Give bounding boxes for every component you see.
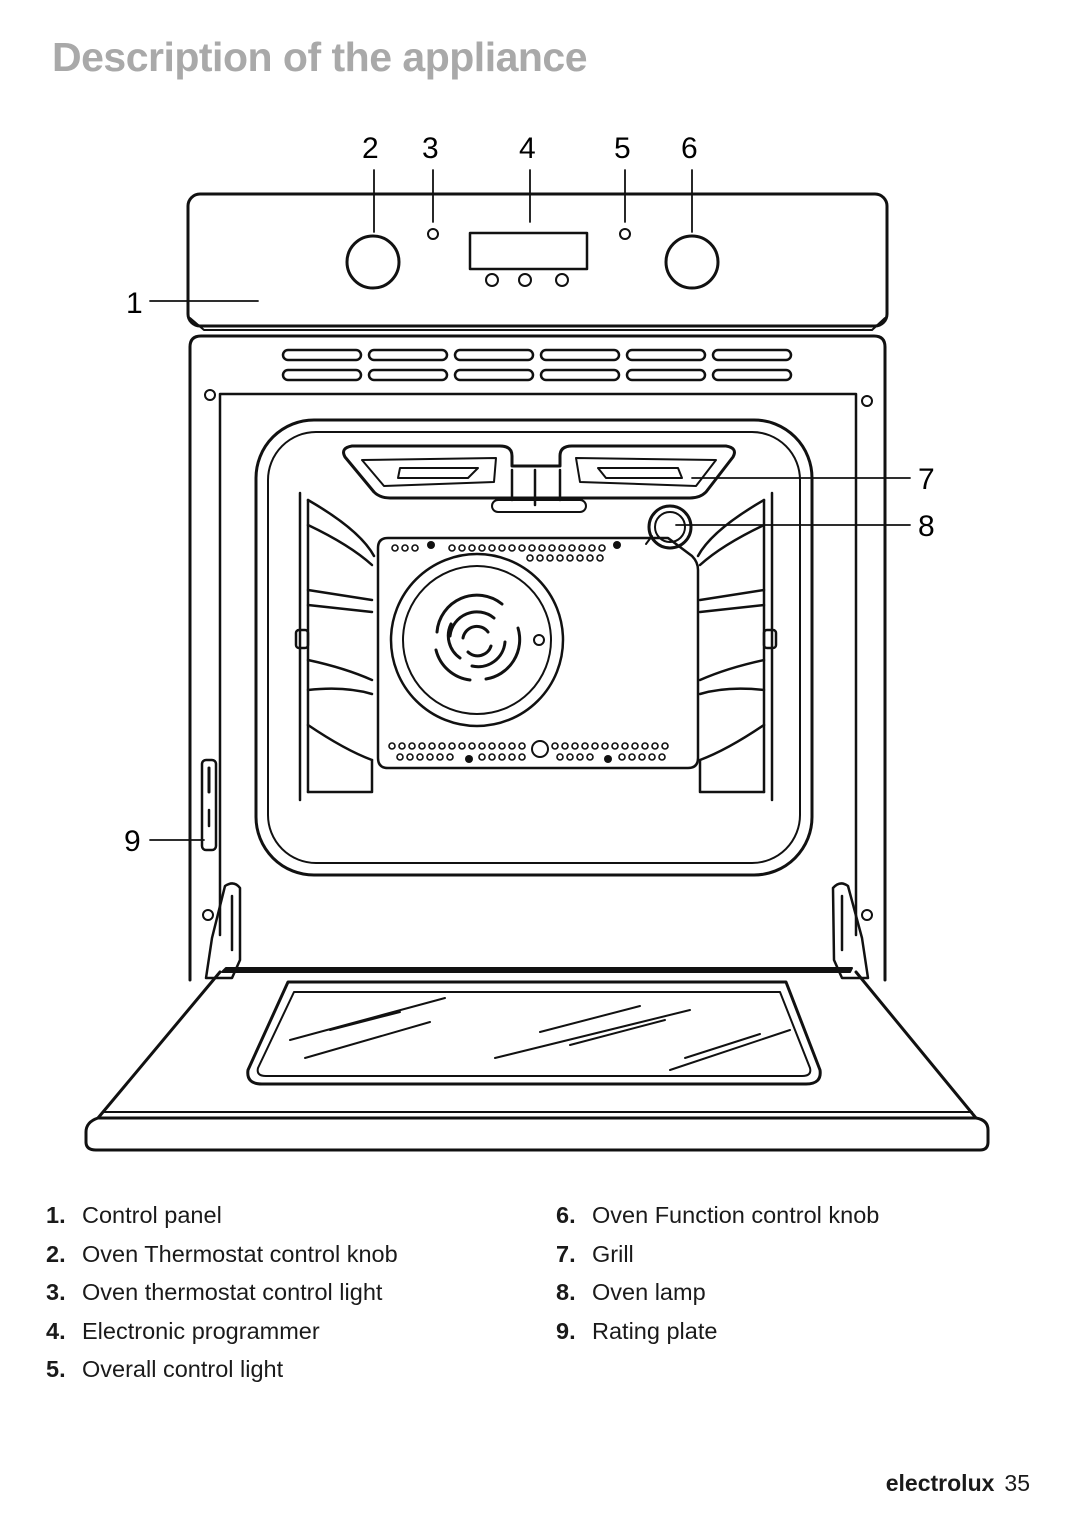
door-hinge-left xyxy=(204,882,242,980)
legend-item: 5. Overall control light xyxy=(46,1350,398,1389)
thermostat-light xyxy=(427,228,439,240)
legend-number: 1. xyxy=(46,1202,66,1228)
callout-lines xyxy=(149,169,911,841)
thermostat-knob xyxy=(345,234,401,290)
page-footer: electrolux 35 xyxy=(886,1470,1030,1497)
legend-item: 9. Rating plate xyxy=(556,1312,879,1351)
shelf-runner-left xyxy=(294,491,376,802)
callout-7: 7 xyxy=(918,463,935,496)
door-glass-reflections xyxy=(289,997,791,1071)
legend-number: 6. xyxy=(556,1202,576,1228)
legend-item: 4. Electronic programmer xyxy=(46,1312,398,1351)
oven-cavity xyxy=(254,418,814,877)
legend-number: 7. xyxy=(556,1240,576,1267)
legend-item: 6. Oven Function control knob xyxy=(556,1196,879,1235)
grill-element xyxy=(342,444,736,513)
legend-number: 4. xyxy=(46,1317,66,1344)
oven-diagram: 1 2 3 4 5 6 7 8 9 xyxy=(84,132,990,1152)
rating-plate xyxy=(200,758,218,852)
oven-body xyxy=(188,334,887,982)
ventilation-slots xyxy=(281,348,793,382)
function-knob xyxy=(664,234,720,290)
oven-lamp xyxy=(645,504,693,550)
brand-name: electrolux xyxy=(885,1470,995,1496)
legend-item: 7. Grill xyxy=(556,1235,879,1274)
legend-label: Grill xyxy=(592,1240,634,1267)
legend-item: 8. Oven lamp xyxy=(556,1273,879,1312)
legend-label: Oven thermostat control light xyxy=(82,1279,383,1305)
legend-label: Overall control light xyxy=(82,1356,284,1382)
callout-2: 2 xyxy=(362,132,379,165)
legend-label: Oven Function control knob xyxy=(592,1202,880,1228)
overall-control-light xyxy=(619,228,631,240)
legend-label: Rating plate xyxy=(592,1317,718,1344)
legend-number: 3. xyxy=(46,1279,66,1305)
callout-9: 9 xyxy=(124,825,141,858)
callout-5: 5 xyxy=(614,132,631,165)
vent-holes xyxy=(388,544,669,761)
shelf-runner-right xyxy=(696,491,778,802)
page-number: 35 xyxy=(1004,1470,1030,1496)
legend-label: Oven lamp xyxy=(592,1279,706,1305)
fan-icon xyxy=(434,593,522,682)
callout-3: 3 xyxy=(422,132,439,165)
legend-number: 2. xyxy=(46,1240,66,1267)
legend-item: 1. Control panel xyxy=(46,1196,398,1235)
electronic-programmer xyxy=(468,231,589,287)
callout-6: 6 xyxy=(681,132,698,165)
back-panel xyxy=(376,536,700,770)
legend-number: 5. xyxy=(46,1356,66,1382)
oven-door xyxy=(84,967,990,1152)
legend-right: 6. Oven Function control knob 7. Grill 8. O… xyxy=(556,1196,879,1350)
callout-numbers: 1 2 3 4 5 6 7 8 9 xyxy=(124,132,935,858)
legend-label: Oven Thermostat control knob xyxy=(82,1240,398,1267)
legend-number: 8. xyxy=(556,1279,576,1305)
page-title: Description of the appliance xyxy=(52,34,588,80)
callout-4: 4 xyxy=(519,132,536,165)
callout-8: 8 xyxy=(918,510,935,543)
legend-item: 2. Oven Thermostat control knob xyxy=(46,1235,398,1274)
legend-label: Control panel xyxy=(82,1202,222,1228)
control-panel xyxy=(186,192,889,331)
legend-item: 3. Oven thermostat control light xyxy=(46,1273,398,1312)
legend-left: 1. Control panel 2. Oven Thermostat contro… xyxy=(46,1196,398,1389)
vent-holes-filled xyxy=(427,541,621,763)
door-hinge-right xyxy=(831,882,870,980)
legend-number: 9. xyxy=(556,1317,576,1344)
callout-1: 1 xyxy=(126,287,143,320)
legend-label: Electronic programmer xyxy=(82,1317,320,1344)
